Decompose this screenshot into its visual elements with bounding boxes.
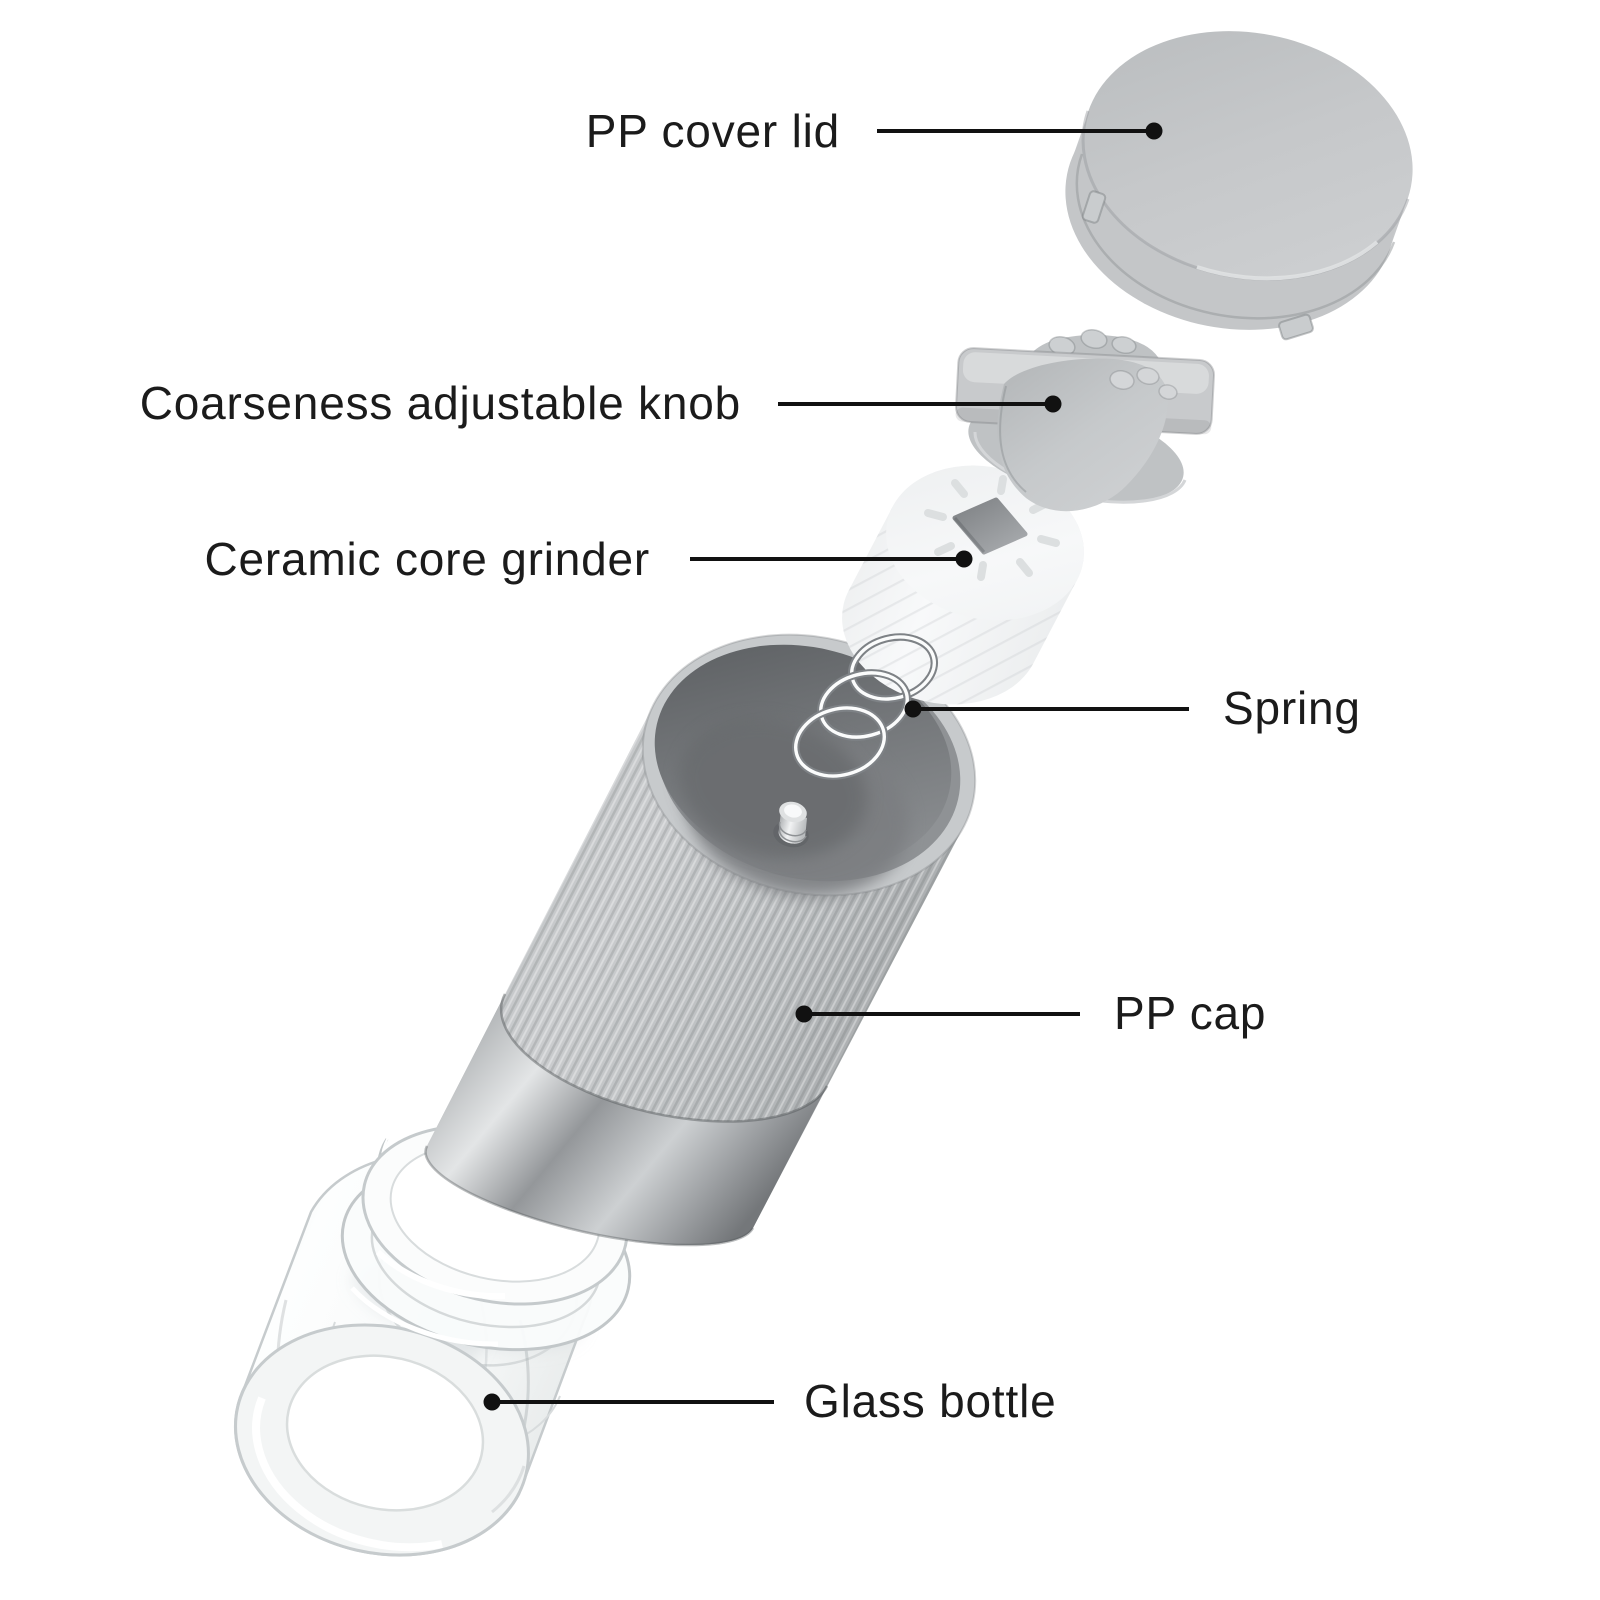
label-coarseness-knob: Coarseness adjustable knob [139,376,741,429]
coarseness-knob-art [955,329,1215,512]
leader-dot-glass-bottle [483,1393,501,1411]
leader-dot-coarseness-knob [1044,395,1062,413]
grinder-square-hole [952,497,1028,555]
label-pp-cover-lid: PP cover lid [585,104,840,157]
lid-rim-groove [1075,153,1396,320]
leader-dot-ceramic-grinder [955,550,973,568]
leader-lines [483,122,1189,1411]
leader-dot-pp-cover-lid [1145,122,1163,140]
label-ceramic-grinder: Ceramic core grinder [204,532,650,585]
pp-cap-art [424,633,977,1247]
cap-metal-band [425,994,827,1246]
lid-top-face [1083,31,1413,279]
leader-dot-pp-cap [795,1005,813,1023]
leader-dot-spring [904,700,922,718]
spring-art [791,633,939,780]
label-glass-bottle: Glass bottle [804,1374,1057,1427]
pp-cover-lid-art [1065,31,1413,341]
label-pp-cap: PP cap [1114,986,1267,1039]
label-spring: Spring [1223,681,1361,734]
grinder-tabs [924,475,1060,581]
ceramic-grinder-art [842,465,1084,705]
